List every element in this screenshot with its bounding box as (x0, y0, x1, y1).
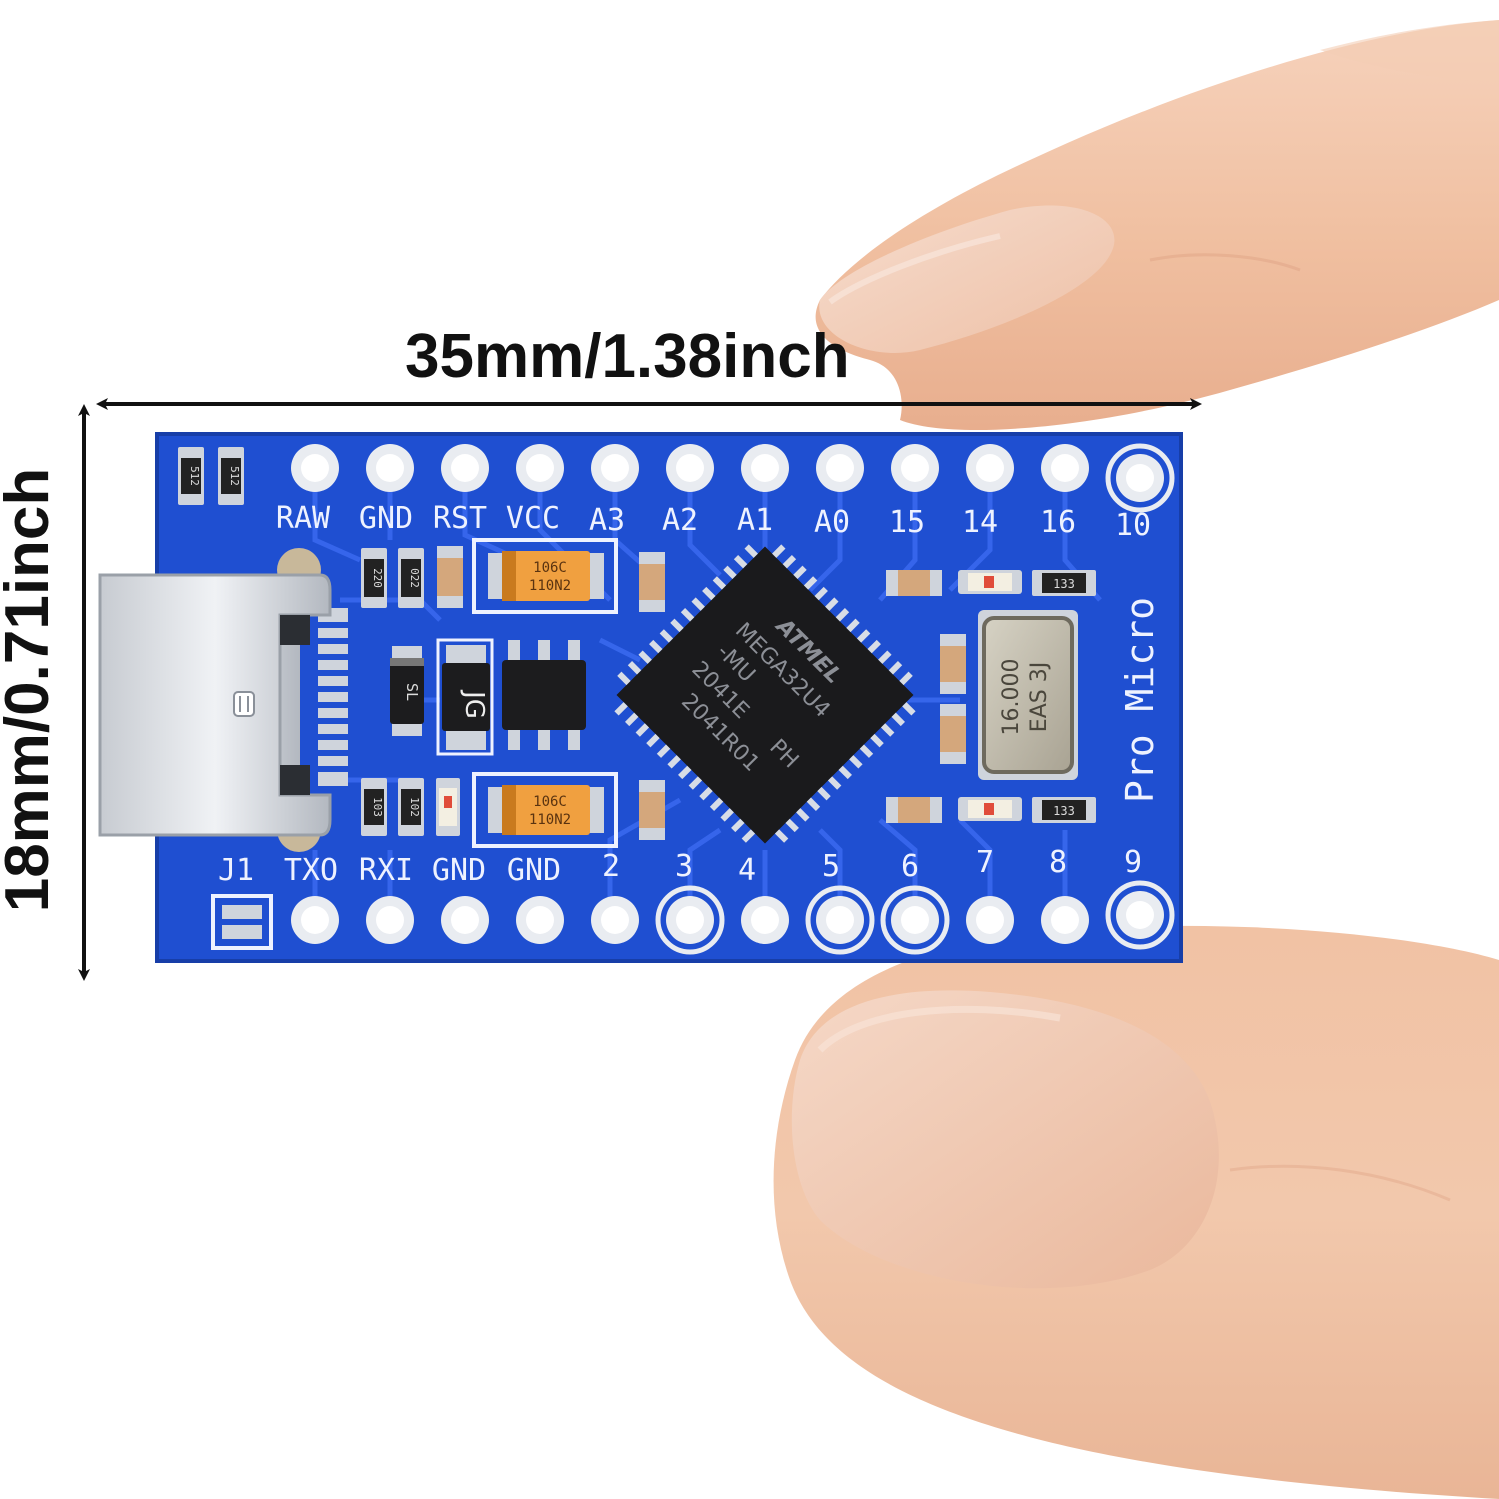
resistor-row-bottom-right: 133 (886, 797, 1096, 823)
crystal-oscillator: 16.000 EAS 3J (978, 610, 1078, 780)
resistor-group-220: 220 022 (361, 546, 665, 612)
pin-label: 14 (962, 505, 998, 540)
resistor-row-top-right: 133 (886, 570, 1096, 596)
pin-label: RST (433, 501, 487, 536)
capacitor-code: 106C (533, 794, 567, 810)
crystal-marking: 16.000 (999, 659, 1024, 736)
bottom-pin-labels: J1 TXO RXI GND GND 2 3 4 5 6 7 8 9 (218, 845, 1142, 888)
resistor-code: 512 (228, 466, 241, 486)
pin-label: GND (359, 501, 413, 536)
pin-label: 6 (901, 849, 919, 884)
capacitor-code: 110N2 (529, 812, 571, 828)
sot-transistor (502, 640, 586, 750)
pin-label: A1 (737, 503, 773, 538)
resistor-code: 102 (408, 797, 421, 817)
resistor-group-103: 103 102 (361, 778, 665, 840)
bottom-header-holes (291, 880, 1175, 955)
pin-label: 7 (976, 845, 994, 880)
pin-label: A2 (662, 503, 698, 538)
resistor-code: 220 (371, 568, 384, 588)
regulator-jg: JG (436, 638, 494, 756)
tantalum-capacitor-bottom: 106C 110N2 (472, 772, 618, 848)
capacitor-code: 110N2 (529, 578, 571, 594)
pin-label: 16 (1040, 505, 1076, 540)
pin-label: 2 (602, 849, 620, 884)
board-name-label: Pro Micro (1118, 597, 1162, 803)
bottom-fingernail (791, 990, 1219, 1289)
pin-label: GND (507, 853, 561, 888)
usb-c-connector (98, 548, 348, 852)
crystal-load-capacitors (940, 634, 966, 764)
pin-label: J1 (218, 853, 254, 888)
top-finger (815, 20, 1499, 430)
diode-sl: SL (390, 646, 424, 736)
pin-label: 10 (1115, 508, 1151, 543)
tantalum-capacitor-top: 106C 110N2 (472, 538, 618, 614)
diode-code: SL (403, 683, 421, 701)
top-pin-labels: RAW GND RST VCC A3 A2 A1 A0 15 14 16 10 (276, 501, 1151, 543)
capacitor-code: 106C (533, 560, 567, 576)
top-fingernail (819, 205, 1115, 353)
pin-label: VCC (506, 501, 560, 536)
pin-label: 5 (822, 849, 840, 884)
pin-label: 3 (675, 849, 693, 884)
crystal-marking: EAS 3J (1027, 662, 1052, 732)
resistor-code: 133 (1053, 804, 1075, 818)
top-header-holes (291, 443, 1175, 513)
pin-label: TXO (284, 853, 338, 888)
pin-label: GND (432, 853, 486, 888)
pin-label: 15 (889, 505, 925, 540)
j1-jumper-pad (211, 894, 273, 950)
pin-label: RAW (276, 501, 331, 536)
pin-label: 4 (738, 853, 756, 888)
pin-label: A0 (814, 505, 850, 540)
width-dimension-label: 35mm/1.38inch (405, 322, 850, 391)
pcb-board: RAW GND RST VCC A3 A2 A1 A0 15 14 16 10 … (98, 432, 1183, 963)
resistor-code: 512 (188, 466, 201, 486)
resistor-code: 022 (408, 568, 421, 588)
pin-label: RXI (359, 853, 413, 888)
resistor-code: 103 (371, 797, 384, 817)
resistor-group-512: 512 512 (178, 447, 244, 505)
pin-label: 9 (1124, 845, 1142, 880)
pin-label: A3 (589, 503, 625, 538)
regulator-code: JG (459, 689, 489, 719)
bottom-finger (773, 925, 1499, 1499)
resistor-code: 133 (1053, 577, 1075, 591)
atmega32u4-chip: ATMEL MEGA32U4 -MU 2041E PH 2041R01 (614, 544, 916, 844)
height-dimension-label: 18mm/0.71inch (0, 467, 62, 913)
pin-label: 8 (1049, 845, 1067, 880)
